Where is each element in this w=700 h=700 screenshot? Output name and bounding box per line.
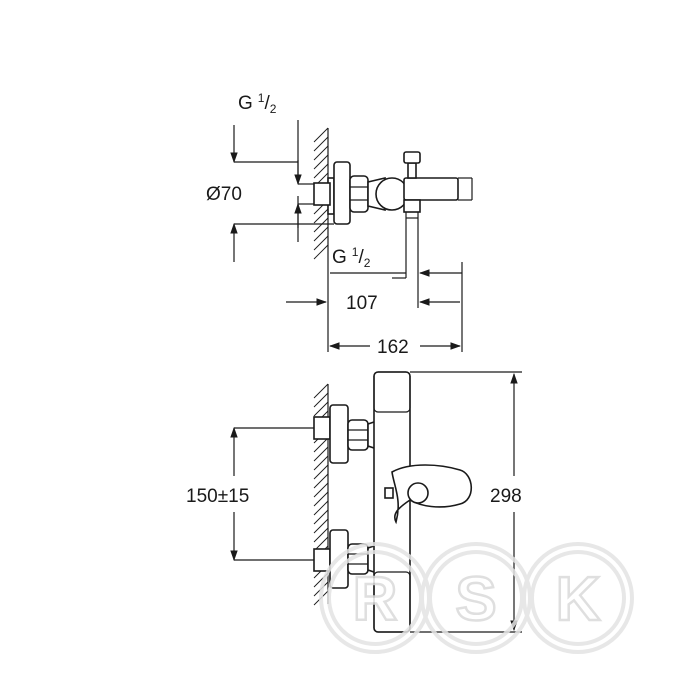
hatch-line (313, 527, 329, 543)
hatch-line (313, 208, 329, 224)
spout (403, 199, 421, 213)
hatch-line (313, 401, 329, 417)
diverter-knob (403, 151, 421, 164)
upper-escutcheon (329, 404, 349, 464)
lower-inlet-connector (313, 548, 331, 572)
hatch-line (313, 163, 329, 179)
hatch-line (313, 500, 329, 516)
spout-lever (391, 464, 473, 525)
mixer-body (403, 177, 459, 201)
nut (349, 175, 369, 213)
dim-total-width: 298 (490, 486, 522, 507)
wall-hatching-top (313, 127, 329, 260)
dim-centre-distance: 150±15 (186, 486, 249, 507)
hatch-line (313, 482, 329, 498)
watermark-circle-k (522, 542, 634, 654)
hatch-line (313, 383, 329, 399)
rsk-watermark: R S K (319, 542, 634, 654)
dim-total-depth: 162 (377, 337, 409, 358)
hatch-line (313, 226, 329, 242)
hatch-line (313, 244, 329, 260)
hatch-line (313, 464, 329, 480)
hatch-line (313, 127, 329, 143)
watermark-letter-r: R (353, 565, 398, 634)
lever-pivot (407, 482, 429, 504)
hatch-line (313, 473, 329, 489)
hatch-line (313, 154, 329, 170)
front-view (230, 371, 522, 633)
hatch-line (313, 491, 329, 507)
hatch-line (313, 437, 329, 453)
hatch-line (313, 235, 329, 251)
hatch-line (313, 392, 329, 408)
escutcheon (333, 161, 351, 225)
upper-inlet-connector (313, 416, 331, 440)
watermark-letter-k: K (556, 565, 601, 634)
hatch-line (313, 145, 329, 161)
side-view (230, 120, 473, 352)
hatch-line (313, 509, 329, 525)
upper-nut (347, 419, 369, 451)
watermark-letter-s: S (455, 565, 496, 634)
dim-inlet-diameter: Ø70 (206, 184, 242, 205)
hatch-line (313, 518, 329, 534)
hatch-line (313, 217, 329, 233)
flow-handle (373, 571, 411, 633)
diverter-stem (407, 162, 417, 179)
hatch-line (313, 136, 329, 152)
dim-spout-depth: 107 (346, 293, 378, 314)
hatch-line (313, 455, 329, 471)
inlet-connector (313, 182, 331, 206)
temperature-button (384, 487, 394, 499)
temperature-handle (373, 371, 411, 413)
hatch-line (313, 446, 329, 462)
